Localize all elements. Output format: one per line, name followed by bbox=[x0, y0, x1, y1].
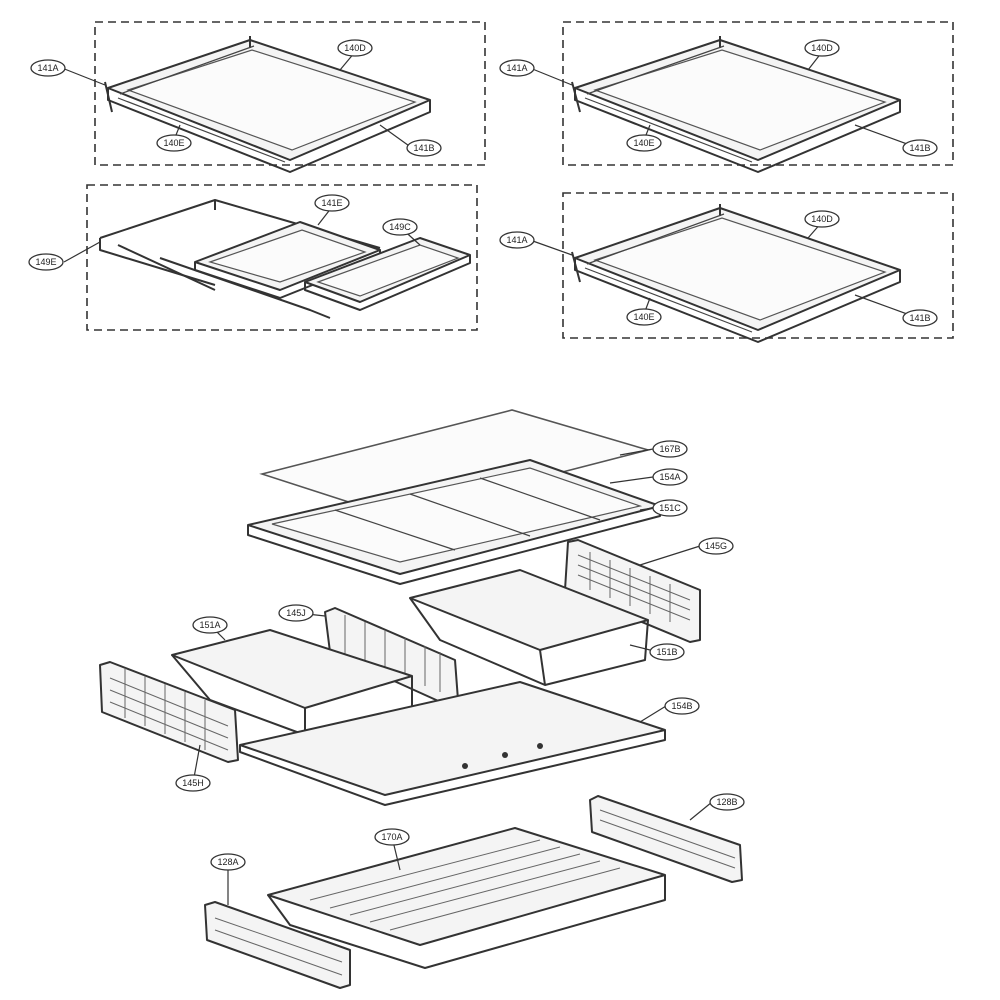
callout-141a: 141A bbox=[30, 59, 66, 77]
svg-text:128B: 128B bbox=[716, 797, 737, 807]
callout-151c: 151C bbox=[652, 499, 688, 517]
svg-text:145G: 145G bbox=[705, 541, 727, 551]
svg-text:140D: 140D bbox=[811, 43, 833, 53]
callout-167b: 167B bbox=[652, 440, 688, 458]
slide-rail-left bbox=[204, 901, 351, 989]
svg-text:154A: 154A bbox=[659, 472, 680, 482]
callout-149e: 149E bbox=[28, 253, 64, 271]
svg-text:141A: 141A bbox=[37, 63, 58, 73]
shelf-assembly-top-right bbox=[562, 21, 954, 173]
callout-170a: 170A bbox=[374, 828, 410, 846]
callout-154a: 154A bbox=[652, 468, 688, 486]
svg-text:149C: 149C bbox=[389, 222, 411, 232]
dashed-group-box bbox=[86, 184, 478, 331]
svg-text:141E: 141E bbox=[321, 198, 342, 208]
dashed-group-box bbox=[94, 21, 486, 166]
callout-140e: 140E bbox=[626, 308, 662, 326]
svg-text:128A: 128A bbox=[217, 857, 238, 867]
callout-145j: 145J bbox=[278, 604, 314, 622]
dashed-group-box bbox=[562, 192, 954, 339]
svg-text:140D: 140D bbox=[811, 214, 833, 224]
callout-140e: 140E bbox=[626, 134, 662, 152]
bottom-tray bbox=[267, 827, 666, 946]
callout-141b: 141B bbox=[902, 139, 938, 157]
svg-text:151A: 151A bbox=[199, 620, 220, 630]
svg-text:140E: 140E bbox=[633, 138, 654, 148]
svg-text:140E: 140E bbox=[163, 138, 184, 148]
callout-154b: 154B bbox=[664, 697, 700, 715]
callout-151b: 151B bbox=[649, 643, 685, 661]
svg-text:141B: 141B bbox=[413, 143, 434, 153]
callout-128a: 128A bbox=[210, 853, 246, 871]
slide-rail-right bbox=[589, 795, 743, 883]
shelf-assembly-middle-right bbox=[562, 192, 954, 343]
svg-text:145H: 145H bbox=[182, 778, 204, 788]
svg-text:170A: 170A bbox=[381, 832, 402, 842]
callout-128b: 128B bbox=[709, 793, 745, 811]
svg-text:140D: 140D bbox=[344, 43, 366, 53]
callout-145h: 145H bbox=[175, 774, 211, 792]
crisper-drawer-assembly bbox=[99, 409, 743, 989]
svg-text:151B: 151B bbox=[656, 647, 677, 657]
svg-text:141A: 141A bbox=[506, 63, 527, 73]
callout-140d: 140D bbox=[804, 210, 840, 228]
callout-145g: 145G bbox=[698, 537, 734, 555]
svg-text:141A: 141A bbox=[506, 235, 527, 245]
shelf-assembly-top-left bbox=[94, 21, 486, 173]
svg-text:141B: 141B bbox=[909, 143, 930, 153]
svg-text:154B: 154B bbox=[671, 701, 692, 711]
callout-141a: 141A bbox=[499, 231, 535, 249]
rail-panel-left bbox=[99, 661, 239, 763]
callout-140d: 140D bbox=[337, 39, 373, 57]
split-shelf-assembly bbox=[86, 184, 478, 331]
svg-text:140E: 140E bbox=[633, 312, 654, 322]
callout-141e: 141E bbox=[314, 194, 350, 212]
svg-text:141B: 141B bbox=[909, 313, 930, 323]
dashed-group-box bbox=[562, 21, 954, 166]
callout-149c: 149C bbox=[382, 218, 418, 236]
svg-text:151C: 151C bbox=[659, 503, 681, 513]
callout-140d: 140D bbox=[804, 39, 840, 57]
svg-text:167B: 167B bbox=[659, 444, 680, 454]
callout-151a: 151A bbox=[192, 616, 228, 634]
svg-text:145J: 145J bbox=[286, 608, 306, 618]
callout-140e: 140E bbox=[156, 134, 192, 152]
callout-141a: 141A bbox=[499, 59, 535, 77]
callout-141b: 141B bbox=[902, 309, 938, 327]
callout-141b: 141B bbox=[406, 139, 442, 157]
svg-text:149E: 149E bbox=[35, 257, 56, 267]
